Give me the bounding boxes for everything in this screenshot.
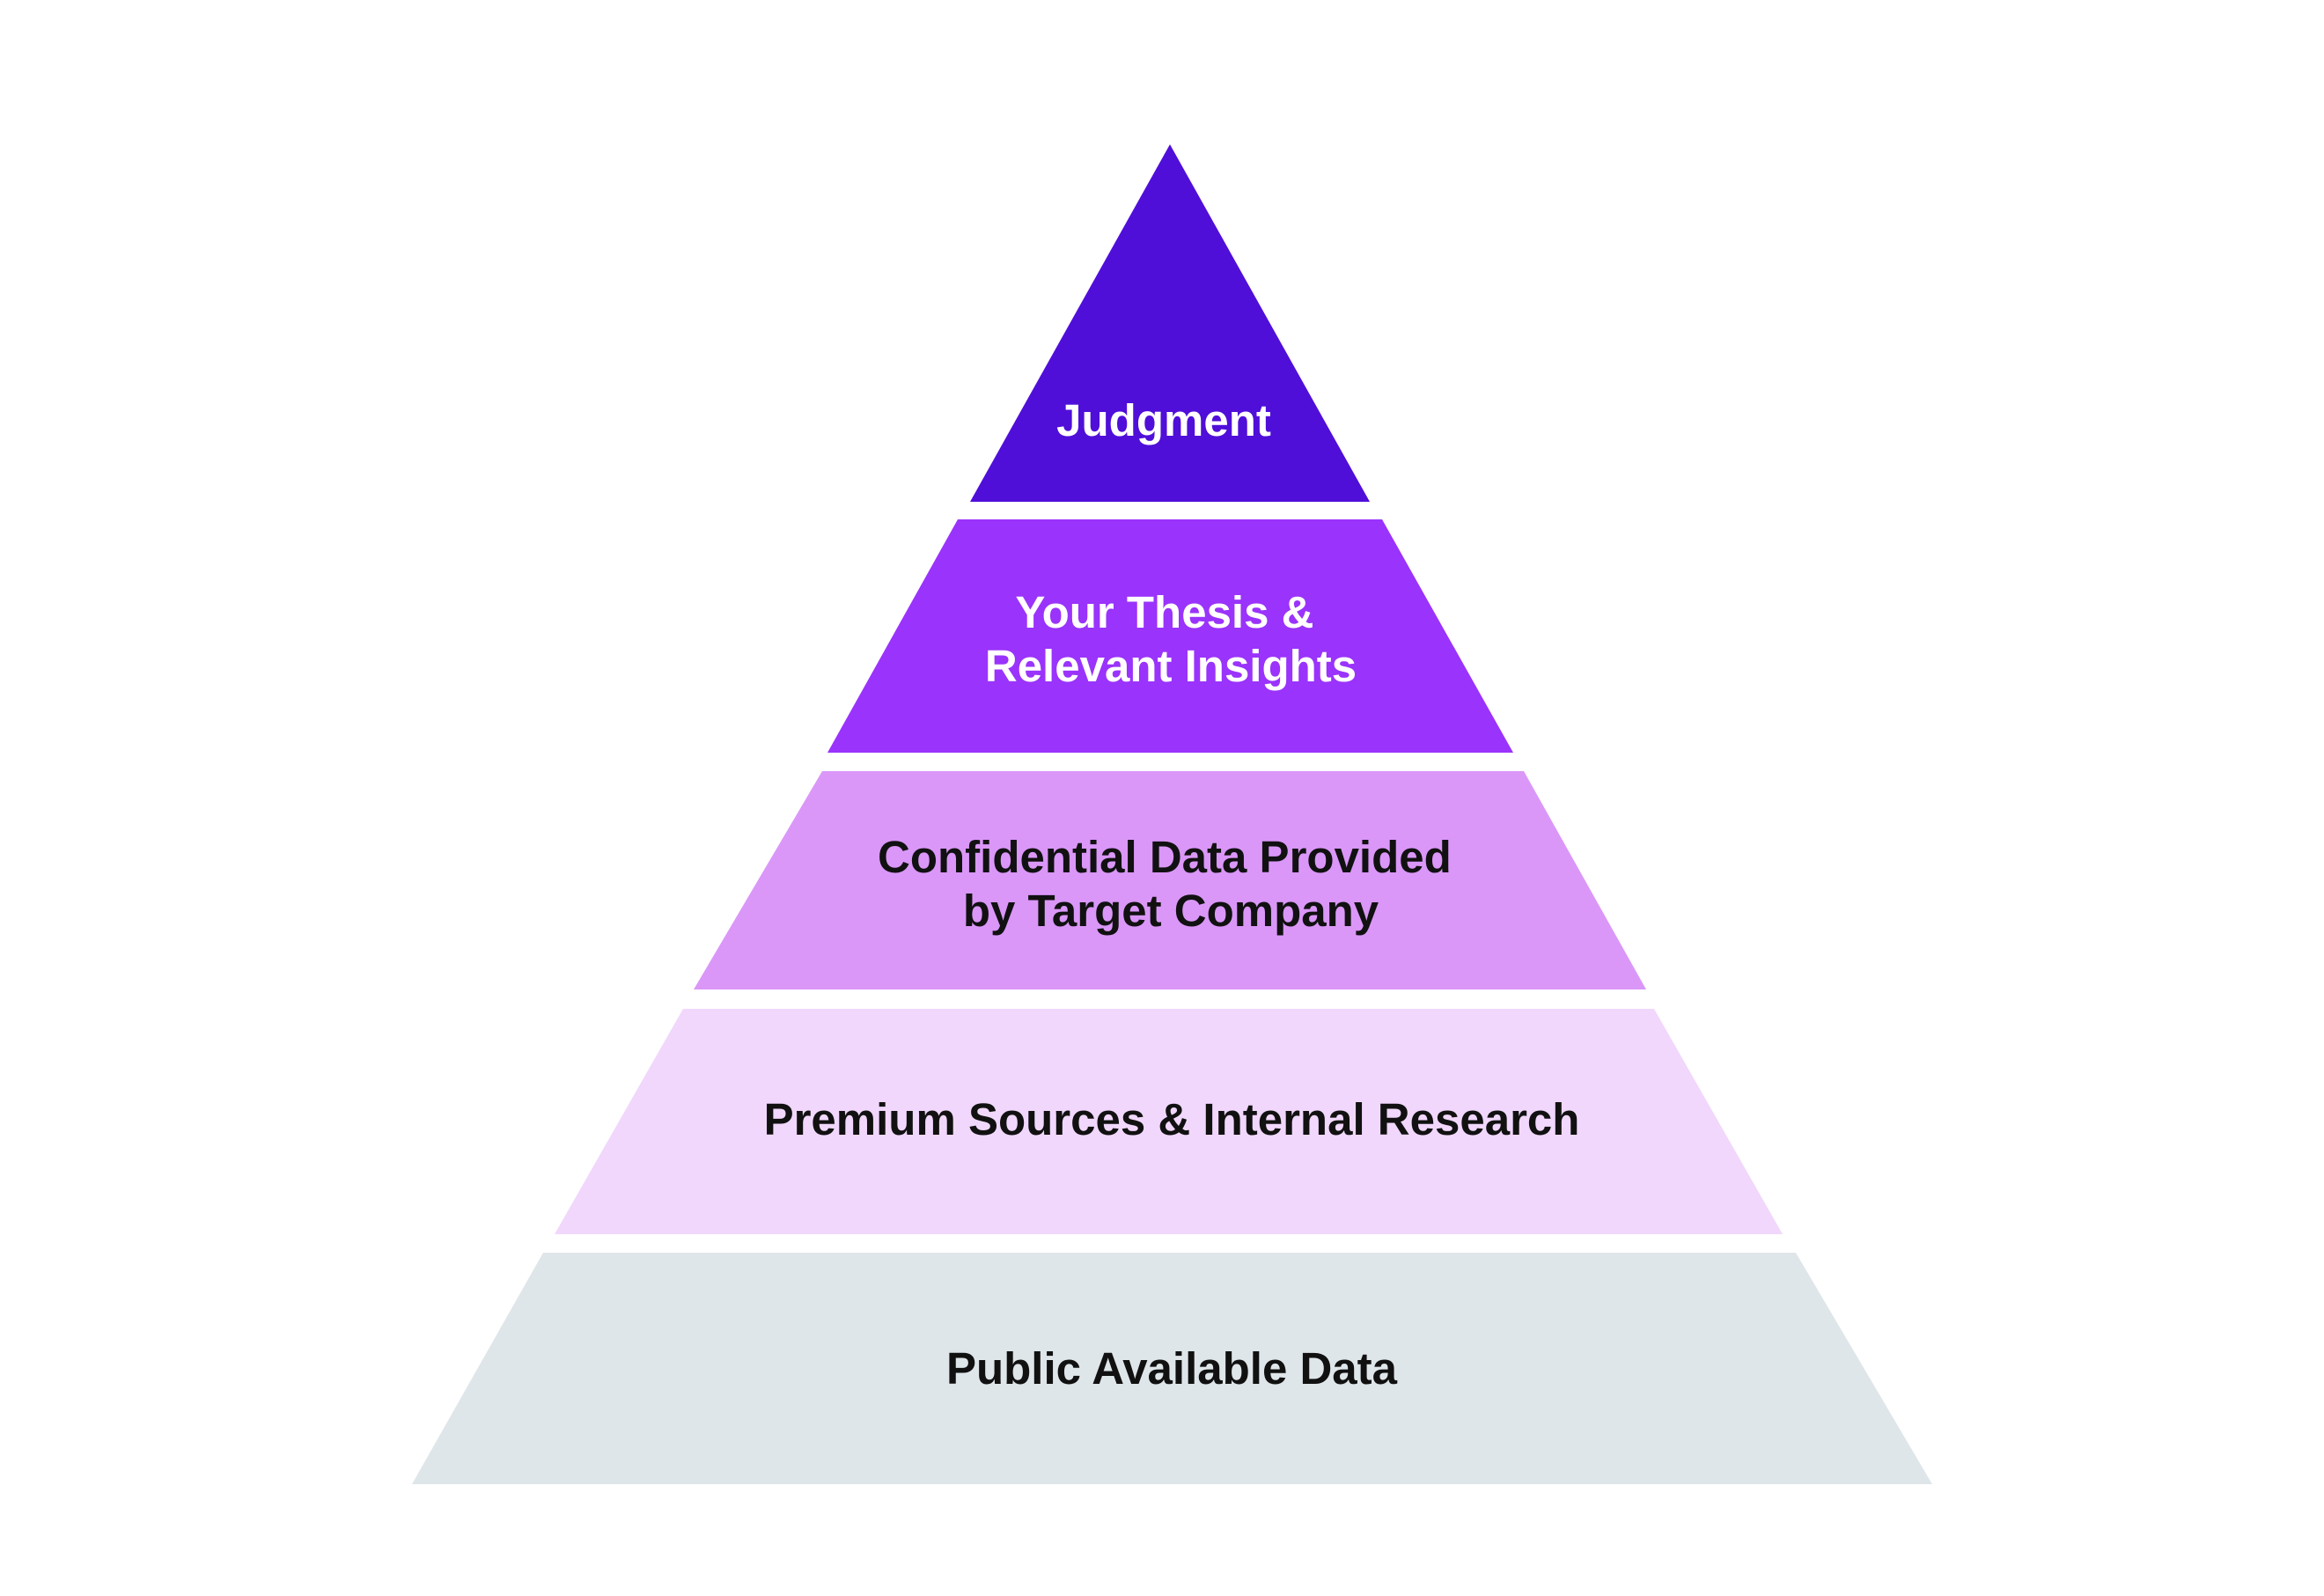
tier-confidential-data-line-1: Confidential Data Provided — [878, 832, 1452, 882]
tier-confidential-data: Confidential Data Provided by Target Com… — [694, 771, 1646, 989]
tier-judgment: Judgment — [970, 144, 1370, 502]
tier-thesis-insights-line-2: Relevant Insights — [985, 641, 1357, 691]
tier-thesis-insights-shape — [827, 519, 1513, 753]
tier-confidential-data-shape — [694, 771, 1646, 989]
tier-judgment-shape — [970, 144, 1370, 502]
tier-public-data-label: Public Available Data — [946, 1343, 1398, 1394]
tier-confidential-data-line-2: by Target Company — [963, 886, 1379, 936]
tier-premium-sources: Premium Sources & Internal Research — [555, 1009, 1783, 1234]
tier-thesis-insights: Your Thesis & Relevant Insights — [827, 519, 1513, 753]
tier-premium-sources-label: Premium Sources & Internal Research — [764, 1094, 1580, 1144]
tier-confidential-data-label: Confidential Data Provided by Target Com… — [878, 832, 1464, 936]
tier-public-data-line-1: Public Available Data — [946, 1343, 1398, 1394]
tier-premium-sources-line-1: Premium Sources & Internal Research — [764, 1094, 1580, 1144]
tier-public-data: Public Available Data — [412, 1253, 1932, 1484]
tier-judgment-label: Judgment — [1056, 395, 1271, 445]
tier-thesis-insights-line-1: Your Thesis & — [1015, 587, 1313, 637]
tier-public-data-shape — [412, 1253, 1932, 1484]
tier-thesis-insights-label: Your Thesis & Relevant Insights — [985, 587, 1357, 691]
tier-judgment-line-1: Judgment — [1056, 395, 1271, 445]
tier-premium-sources-shape — [555, 1009, 1783, 1234]
